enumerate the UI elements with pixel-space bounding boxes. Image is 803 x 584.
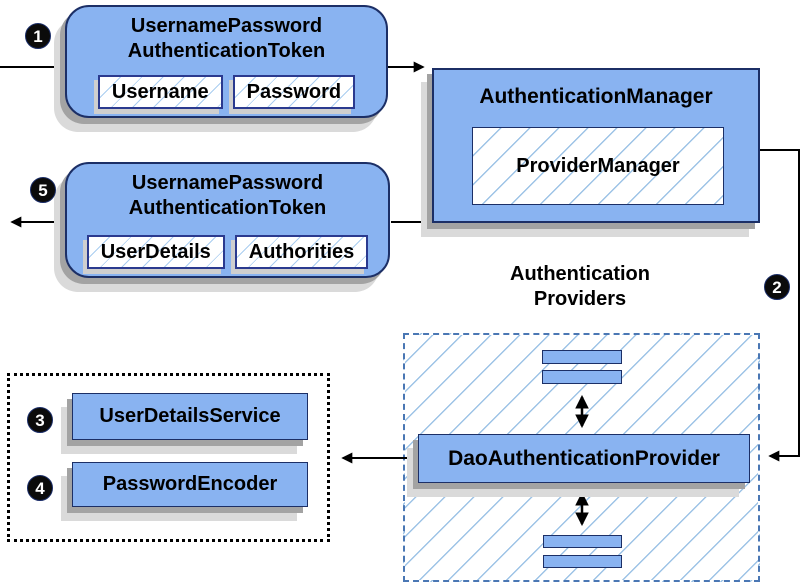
provider-stack-bar-2: [542, 370, 622, 384]
token-request-title: UsernamePassword AuthenticationToken: [67, 14, 386, 64]
authentication-providers-label-line2: Providers: [533, 288, 627, 310]
provider-stack-bar-1: [542, 350, 622, 364]
token-response-title-line1: UsernamePassword: [131, 172, 324, 194]
step-badge-3: 3: [27, 407, 53, 433]
authorities-field-box: Authorities: [234, 235, 369, 269]
username-password-token-response-box: UsernamePassword AuthenticationToken Use…: [65, 162, 390, 278]
username-field-box: Username: [97, 75, 223, 109]
token-request-title-line1: UsernamePassword: [130, 15, 323, 37]
step-badge-4: 4: [27, 475, 53, 501]
provider-stack-bar-4: [543, 555, 622, 568]
step-badge-1: 1: [25, 23, 51, 49]
username-password-token-request-box: UsernamePassword AuthenticationToken Use…: [65, 5, 388, 118]
password-encoder-box: PasswordEncoder: [72, 462, 308, 507]
token-response-title-line2: AuthenticationToken: [128, 197, 327, 219]
manager-to-provider-arrow: [760, 149, 800, 462]
dao-authentication-provider-box: DaoAuthenticationProvider: [418, 434, 750, 483]
step-badge-2: 2: [764, 274, 790, 300]
authentication-manager-title: AuthenticationManager: [479, 85, 713, 108]
token-request-title-line2: AuthenticationToken: [127, 40, 326, 62]
services-groupbox: [7, 373, 330, 542]
authentication-providers-label: Authentication Providers: [455, 262, 705, 312]
step-badge-5: 5: [30, 177, 56, 203]
password-field-box: Password: [232, 75, 356, 109]
user-details-service-box: UserDetailsService: [72, 393, 308, 440]
token-response-title: UsernamePassword AuthenticationToken: [67, 171, 388, 221]
authentication-manager-box: AuthenticationManager ProviderManager: [432, 68, 760, 223]
provider-manager-box: ProviderManager: [472, 127, 724, 205]
authentication-providers-label-line1: Authentication: [510, 263, 650, 285]
userdetails-field-box: UserDetails: [86, 235, 225, 269]
provider-stack-bar-3: [543, 535, 622, 548]
